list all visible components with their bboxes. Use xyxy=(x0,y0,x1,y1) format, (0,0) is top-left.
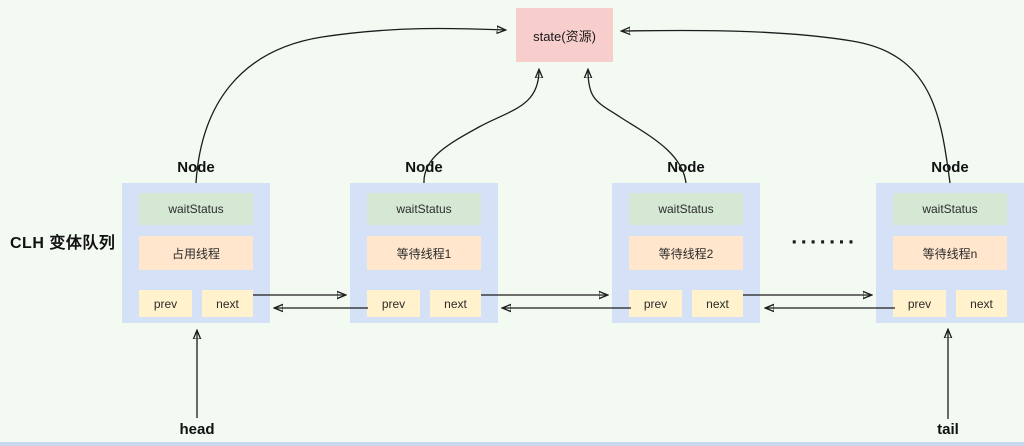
state-box: state(资源) xyxy=(516,8,613,62)
more-nodes-ellipsis: ······· xyxy=(791,233,858,253)
node-2-pointer-row: prev next xyxy=(367,290,481,317)
node-2-thread: 等待线程1 xyxy=(367,236,481,270)
node-1-next: next xyxy=(202,290,253,317)
head-label: head xyxy=(179,421,215,438)
node-3-title: Node xyxy=(667,158,705,176)
state-box-label: state(资源) xyxy=(533,28,596,44)
node-4-container: waitStatus 等待线程n prev next xyxy=(876,183,1024,323)
node-3-container: waitStatus 等待线程2 prev next xyxy=(612,183,760,323)
node-3-wait-status: waitStatus xyxy=(629,193,743,225)
node-2-next: next xyxy=(430,290,481,317)
node-1-prev: prev xyxy=(139,290,192,317)
node-3: Node waitStatus 等待线程2 prev next xyxy=(612,151,760,323)
node-4-title: Node xyxy=(931,158,969,176)
node-2: Node waitStatus 等待线程1 prev next xyxy=(350,151,498,323)
node-1-wait-status: waitStatus xyxy=(139,193,253,225)
node-2-title: Node xyxy=(405,158,443,176)
node-3-pointer-row: prev next xyxy=(629,290,743,317)
node-3-next: next xyxy=(692,290,743,317)
queue-title: CLH 变体队列 xyxy=(10,235,116,252)
node-1-container: waitStatus 占用线程 prev next xyxy=(122,183,270,323)
node-3-thread: 等待线程2 xyxy=(629,236,743,270)
bottom-bar xyxy=(0,442,1024,446)
node-1-thread: 占用线程 xyxy=(139,236,253,270)
node-2-wait-status: waitStatus xyxy=(367,193,481,225)
node-4-pointer-row: prev next xyxy=(893,290,1007,317)
node-4: Node waitStatus 等待线程n prev next xyxy=(876,151,1024,323)
node-1-pointer-row: prev next xyxy=(139,290,253,317)
node-1: Node waitStatus 占用线程 prev next xyxy=(122,151,270,323)
node-2-container: waitStatus 等待线程1 prev next xyxy=(350,183,498,323)
node-4-thread: 等待线程n xyxy=(893,236,1007,270)
node-4-prev: prev xyxy=(893,290,946,317)
node-4-next: next xyxy=(956,290,1007,317)
node-2-prev: prev xyxy=(367,290,420,317)
node-1-title: Node xyxy=(177,158,215,176)
tail-label: tail xyxy=(937,421,959,438)
node-4-wait-status: waitStatus xyxy=(893,193,1007,225)
node-3-prev: prev xyxy=(629,290,682,317)
